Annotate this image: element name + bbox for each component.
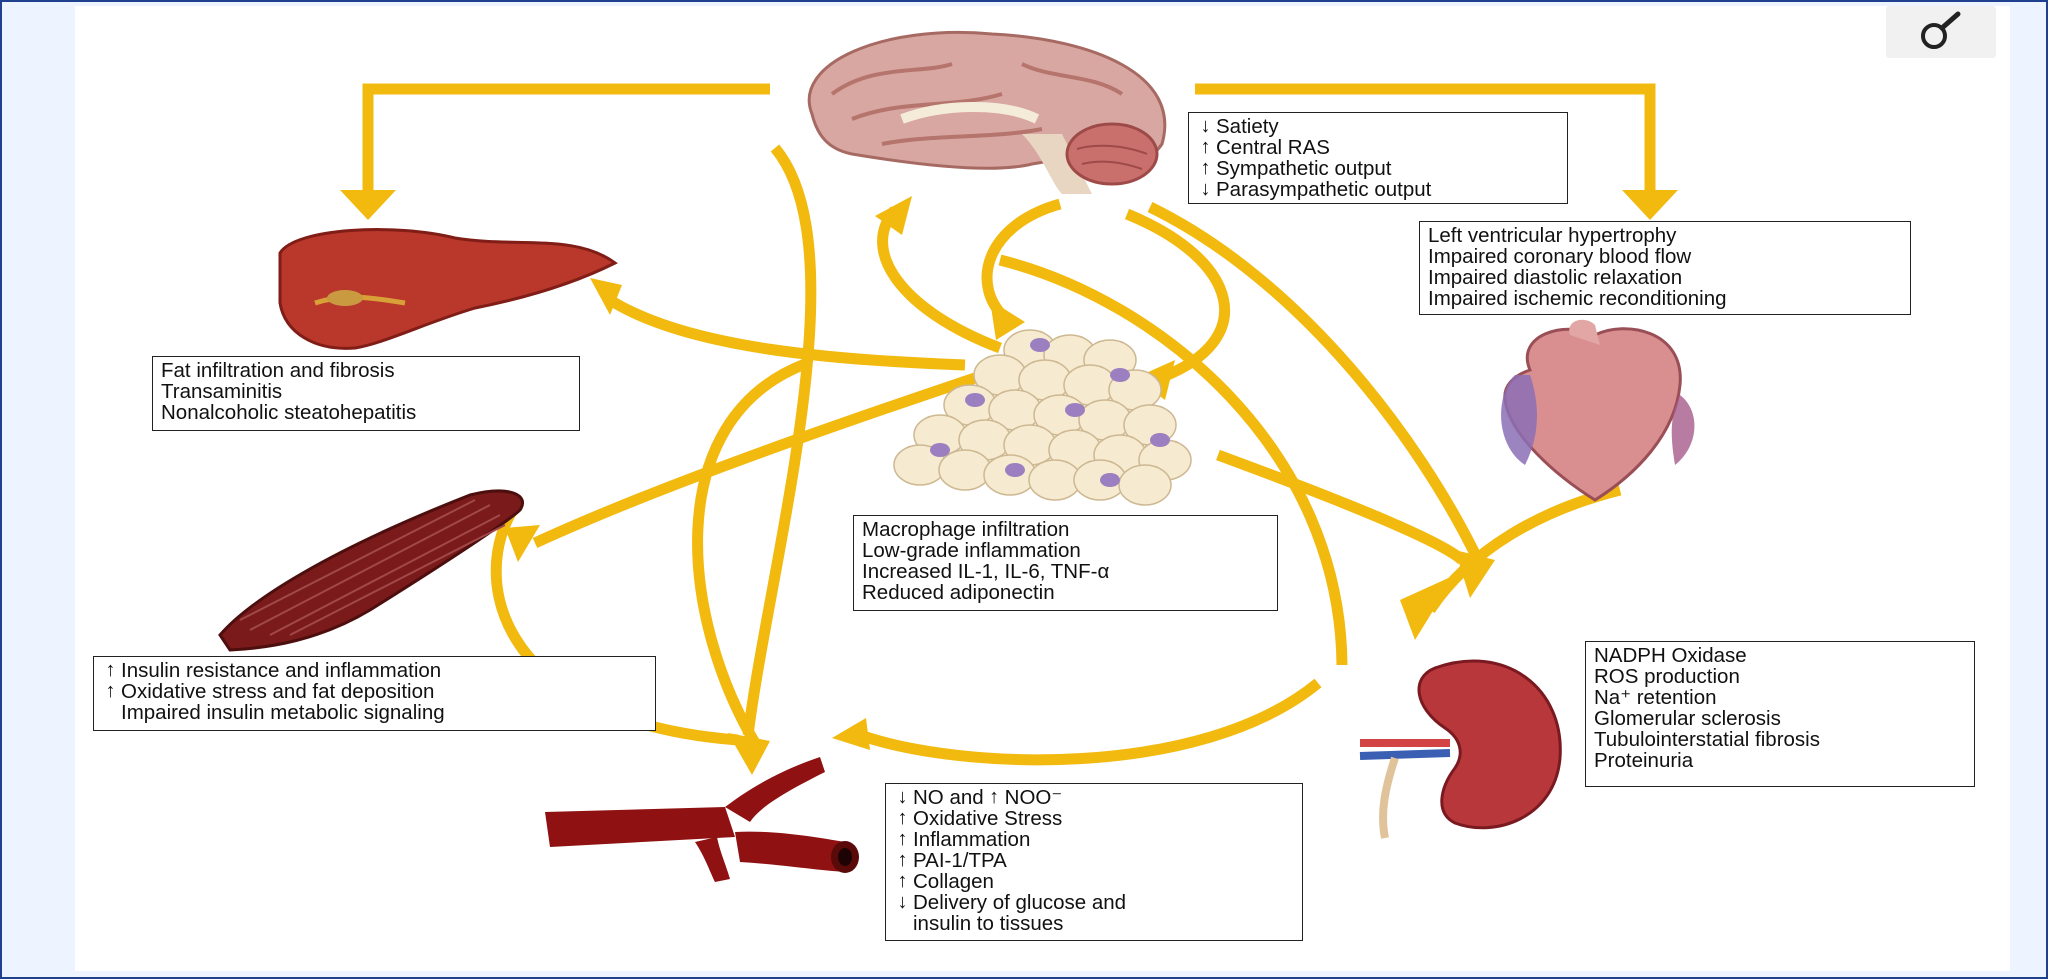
effect-row: Na⁺ retention bbox=[1594, 687, 1966, 708]
effect-row: ↓NO and ↑NOO⁻ bbox=[894, 787, 1294, 808]
increase-arrow-icon: ↑ bbox=[894, 871, 911, 892]
effect-row: Fat infiltration and fibrosis bbox=[161, 360, 571, 381]
effect-text: NO and bbox=[913, 787, 984, 808]
effect-row: Impaired insulin metabolic signaling bbox=[102, 702, 647, 723]
arrowhead-kidney-2 bbox=[1400, 575, 1455, 640]
macrophage bbox=[1030, 338, 1050, 352]
brain-illustration bbox=[792, 24, 1197, 194]
arrow-brain-to-liver bbox=[368, 89, 770, 190]
increase-arrow-icon: ↑ bbox=[102, 681, 119, 702]
increase-arrow-icon: ↑ bbox=[986, 787, 1003, 808]
increase-arrow-icon: ↑ bbox=[1197, 137, 1214, 158]
magnifier-button[interactable] bbox=[1886, 6, 1996, 58]
effect-row: ↑Oxidative Stress bbox=[894, 808, 1294, 829]
decrease-arrow-icon: ↓ bbox=[1197, 179, 1214, 200]
effect-text: insulin to tissues bbox=[913, 913, 1063, 934]
muscle-illustration bbox=[210, 480, 535, 650]
blood-vessel-illustration bbox=[545, 752, 865, 882]
effect-row: Glomerular sclerosis bbox=[1594, 708, 1966, 729]
liver-illustration bbox=[275, 223, 620, 353]
effect-row: Macrophage infiltration bbox=[862, 519, 1269, 540]
effect-row: ↓Satiety bbox=[1197, 116, 1559, 137]
vessel-effects-box: ↓NO and ↑NOO⁻↑Oxidative Stress↑Inflammat… bbox=[885, 783, 1303, 941]
macrophage bbox=[1110, 368, 1130, 382]
decrease-arrow-icon: ↓ bbox=[1197, 116, 1214, 137]
effect-text: Oxidative stress and fat deposition bbox=[121, 681, 434, 702]
fat-cell bbox=[939, 450, 991, 490]
muscle-effects-box: ↑Insulin resistance and inflammation↑Oxi… bbox=[93, 656, 656, 731]
arrowhead-vessel-2 bbox=[832, 718, 870, 750]
effect-row: Low-grade inflammation bbox=[862, 540, 1269, 561]
effect-row: Reduced adiponectin bbox=[862, 582, 1269, 603]
increase-arrow-icon: ↑ bbox=[102, 660, 119, 681]
macrophage bbox=[1100, 473, 1120, 487]
increase-arrow-icon: ↑ bbox=[894, 808, 911, 829]
effect-row: Tubulointerstatial fibrosis bbox=[1594, 729, 1966, 750]
effect-row: ↑Collagen bbox=[894, 871, 1294, 892]
effect-text: Delivery of glucose and bbox=[913, 892, 1126, 913]
macrophage bbox=[930, 443, 950, 457]
effect-row: ↑Central RAS bbox=[1197, 137, 1559, 158]
effect-row: Increased IL-1, IL-6, TNF-α bbox=[862, 561, 1269, 582]
effect-row: ↑PAI-1/TPA bbox=[894, 850, 1294, 871]
effect-row: ↓Delivery of glucose and bbox=[894, 892, 1294, 913]
effect-row: insulin to tissues bbox=[894, 913, 1294, 934]
effect-row: ↑Sympathetic output bbox=[1197, 158, 1559, 179]
increase-arrow-icon: ↑ bbox=[894, 829, 911, 850]
magnifier-icon bbox=[1886, 6, 1996, 58]
arrowhead-liver bbox=[340, 190, 396, 220]
effect-row: Left ventricular hypertrophy bbox=[1428, 225, 1902, 246]
arrowhead-heart bbox=[1622, 190, 1678, 220]
effect-row: Proteinuria bbox=[1594, 750, 1966, 771]
effect-text: Inflammation bbox=[913, 829, 1030, 850]
effect-text: Central RAS bbox=[1216, 137, 1330, 158]
effect-text: Sympathetic output bbox=[1216, 158, 1392, 179]
effect-row: ↓Parasympathetic output bbox=[1197, 179, 1559, 200]
effect-row: Transaminitis bbox=[161, 381, 571, 402]
arrow-heart-to-kidney bbox=[1430, 490, 1620, 610]
effect-row: ↑Inflammation bbox=[894, 829, 1294, 850]
effect-row: Nonalcoholic steatohepatitis bbox=[161, 402, 571, 423]
adipose-tissue-illustration bbox=[880, 330, 1200, 505]
effect-text: Insulin resistance and inflammation bbox=[121, 660, 441, 681]
macrophage bbox=[1005, 463, 1025, 477]
effect-row: Impaired coronary blood flow bbox=[1428, 246, 1902, 267]
fat-cell bbox=[1029, 460, 1081, 500]
effect-text: NOO⁻ bbox=[1005, 787, 1063, 808]
macrophage bbox=[965, 393, 985, 407]
increase-arrow-icon: ↑ bbox=[894, 850, 911, 871]
kidney-illustration bbox=[1355, 648, 1570, 838]
effect-row: ↑Insulin resistance and inflammation bbox=[102, 660, 647, 681]
effect-row: ↑Oxidative stress and fat deposition bbox=[102, 681, 647, 702]
arrow-kidney-to-vessel bbox=[860, 683, 1318, 760]
effect-text: Parasympathetic output bbox=[1216, 179, 1431, 200]
effect-text: Impaired insulin metabolic signaling bbox=[121, 702, 445, 723]
effect-row: ROS production bbox=[1594, 666, 1966, 687]
effect-row: NADPH Oxidase bbox=[1594, 645, 1966, 666]
decrease-arrow-icon: ↓ bbox=[894, 787, 911, 808]
brain-effects-box: ↓Satiety↑Central RAS↑Sympathetic output↓… bbox=[1188, 112, 1568, 204]
fat-cell bbox=[1119, 465, 1171, 505]
macrophage bbox=[1065, 403, 1085, 417]
effect-text: PAI-1/TPA bbox=[913, 850, 1007, 871]
decrease-arrow-icon: ↓ bbox=[894, 892, 911, 913]
effect-row: Impaired ischemic reconditioning bbox=[1428, 288, 1902, 309]
effect-text: Satiety bbox=[1216, 116, 1279, 137]
increase-arrow-icon: ↑ bbox=[1197, 158, 1214, 179]
effect-text: Oxidative Stress bbox=[913, 808, 1062, 829]
effect-row: Impaired diastolic relaxation bbox=[1428, 267, 1902, 288]
macrophage bbox=[1150, 433, 1170, 447]
heart-illustration bbox=[1485, 315, 1715, 505]
effect-text: Collagen bbox=[913, 871, 994, 892]
